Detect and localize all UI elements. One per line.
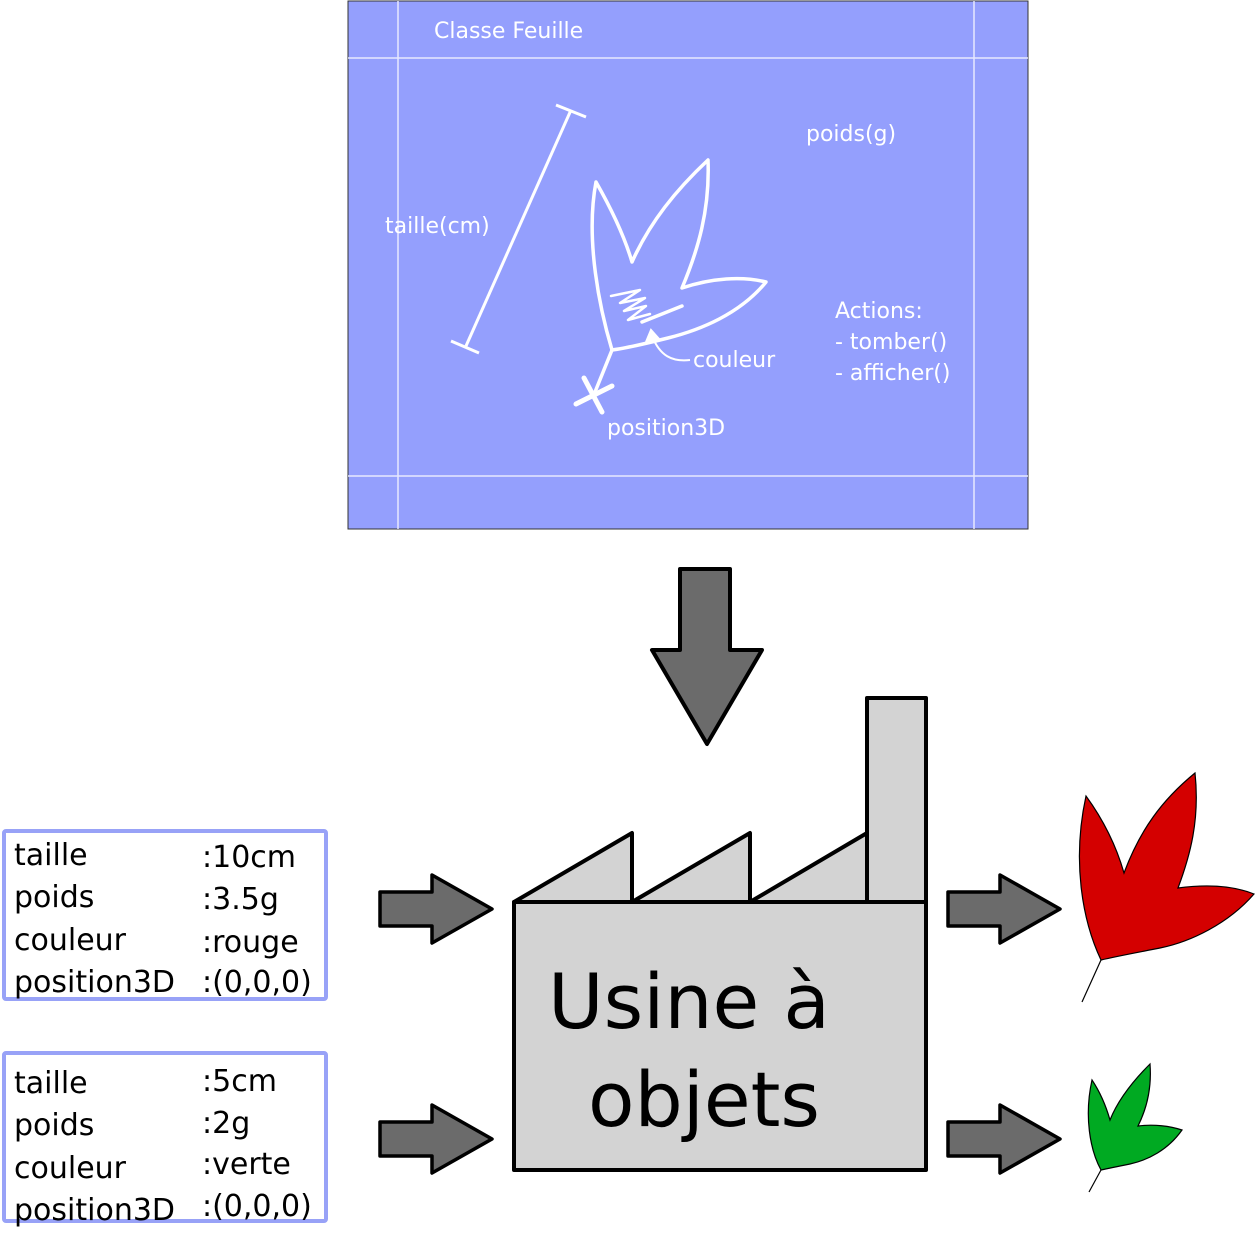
property-key: taille bbox=[14, 1066, 88, 1101]
green-leaf-shape bbox=[1087, 1062, 1183, 1171]
down-arrow-icon bbox=[650, 567, 764, 746]
factory-body bbox=[512, 900, 928, 1172]
weight-label: poids(g) bbox=[806, 122, 896, 147]
property-value: :rouge bbox=[202, 925, 299, 960]
property-value: :(0,0,0) bbox=[202, 1189, 312, 1224]
leaf-sketch bbox=[590, 158, 768, 394]
property-key: poids bbox=[14, 1108, 95, 1143]
instance-properties-box: taille :5cm poids :2g couleur :verte pos… bbox=[2, 1051, 328, 1228]
action-item: - afficher() bbox=[835, 361, 950, 386]
property-value: :(0,0,0) bbox=[202, 965, 312, 1000]
color-label: couleur bbox=[693, 348, 776, 373]
blueprint-background bbox=[347, 0, 1029, 530]
red-leaf-stem bbox=[1081, 959, 1102, 1003]
property-key: couleur bbox=[14, 1151, 127, 1186]
factory-roof-tooth bbox=[512, 831, 634, 904]
input-arrow-icon bbox=[378, 873, 494, 945]
property-value: :10cm bbox=[202, 840, 296, 875]
object-factory bbox=[512, 696, 928, 1172]
factory-roof-tooth bbox=[630, 831, 752, 904]
green-leaf-object bbox=[1087, 1062, 1183, 1193]
factory-label-line1: Usine à bbox=[548, 957, 830, 1046]
size-dimension-line bbox=[450, 103, 587, 355]
property-key: position3D bbox=[14, 1193, 176, 1228]
size-label: taille(cm) bbox=[385, 214, 490, 239]
red-leaf-object bbox=[1078, 771, 1256, 1003]
position-cross-icon bbox=[573, 375, 615, 415]
input-arrow-icon bbox=[378, 1103, 494, 1175]
output-arrow-icon bbox=[946, 873, 1062, 945]
output-arrow-icon bbox=[946, 1103, 1062, 1175]
red-leaf-shape bbox=[1078, 771, 1256, 961]
factory-roof-tooth bbox=[748, 831, 869, 904]
property-key: taille bbox=[14, 838, 88, 873]
couleur-pointer-arrow bbox=[645, 328, 691, 362]
actions-heading: Actions: bbox=[835, 299, 923, 324]
class-blueprint: Classe Feuille poids(g) taille(cm) coule… bbox=[347, 0, 1029, 530]
blueprint-title: Classe Feuille bbox=[434, 19, 583, 44]
factory-chimney bbox=[865, 696, 928, 904]
factory-label-line2: objets bbox=[588, 1055, 820, 1144]
property-key: position3D bbox=[14, 965, 176, 1000]
property-key: poids bbox=[14, 880, 95, 915]
property-value: :verte bbox=[202, 1147, 291, 1182]
property-value: :2g bbox=[202, 1106, 251, 1141]
green-leaf-stem bbox=[1088, 1169, 1102, 1193]
action-item: - tomber() bbox=[835, 330, 947, 355]
property-value: :3.5g bbox=[202, 882, 279, 917]
property-key: couleur bbox=[14, 923, 127, 958]
property-value: :5cm bbox=[202, 1064, 277, 1099]
position-label: position3D bbox=[607, 416, 725, 441]
instance-properties-box: taille :10cm poids :3.5g couleur :rouge … bbox=[2, 829, 328, 1001]
